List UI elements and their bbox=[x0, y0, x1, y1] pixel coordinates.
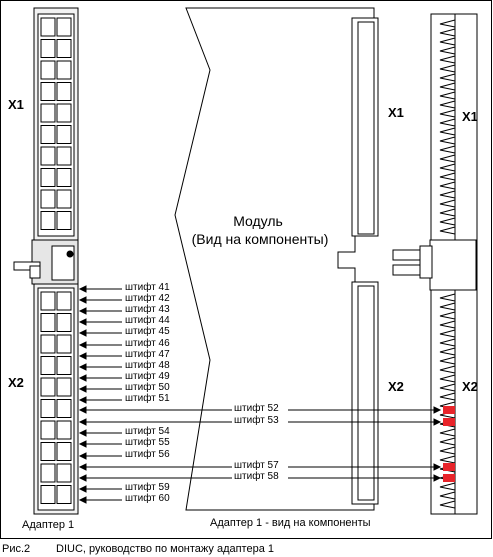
pin-label: штифт 43 bbox=[125, 304, 170, 315]
pin-label: штифт 54 bbox=[125, 426, 170, 437]
pin-label-through: штифт 57 bbox=[234, 460, 279, 471]
label-x1-left: X1 bbox=[8, 97, 24, 112]
pin-label: штифт 56 bbox=[125, 449, 170, 460]
right-adapter bbox=[392, 13, 478, 515]
label-x1-right: X1 bbox=[462, 109, 478, 124]
pin-label: штифт 49 bbox=[125, 371, 170, 382]
pin-label: штифт 45 bbox=[125, 326, 170, 337]
figure-number: Рис.2 bbox=[2, 543, 31, 555]
pin-label: штифт 48 bbox=[125, 360, 170, 371]
adapter-left-caption: Адаптер 1 bbox=[22, 519, 75, 531]
pin-label-through: штифт 52 bbox=[234, 403, 279, 414]
pin-label: штифт 44 bbox=[125, 315, 170, 326]
pin-label: штифт 46 bbox=[125, 338, 170, 349]
diagram-frame: X1 X2 X1 X2 X1 X2 Модуль (Вид на компоне… bbox=[0, 0, 492, 539]
pin-label: штифт 47 bbox=[125, 349, 170, 360]
left-adapter bbox=[13, 7, 79, 515]
label-x2-left: X2 bbox=[8, 375, 24, 390]
pin-label: штифт 50 bbox=[125, 382, 170, 393]
label-x1-module: X1 bbox=[388, 105, 404, 120]
pin-label: штифт 60 bbox=[125, 493, 170, 504]
outer-border bbox=[0, 0, 492, 539]
diagram-drawing bbox=[0, 0, 492, 539]
pin-label: штифт 59 bbox=[125, 482, 170, 493]
pin-label-through: штифт 58 bbox=[234, 471, 279, 482]
module-board bbox=[174, 7, 379, 511]
pin-label: штифт 51 bbox=[125, 393, 170, 404]
pin-label-through: штифт 53 bbox=[234, 415, 279, 426]
label-x2-right: X2 bbox=[462, 379, 478, 394]
pin-label: штифт 55 bbox=[125, 437, 170, 448]
adapter-bottom-caption: Адаптер 1 - вид на компоненты bbox=[210, 517, 371, 529]
module-subtitle: (Вид на компоненты) bbox=[191, 231, 329, 247]
module-title: Модуль bbox=[233, 213, 283, 229]
label-x2-module: X2 bbox=[388, 379, 404, 394]
pin-label: штифт 41 bbox=[125, 282, 170, 293]
pin-label: штифт 42 bbox=[125, 293, 170, 304]
figure-caption: DIUC, руководство по монтажу адаптера 1 bbox=[56, 543, 275, 555]
